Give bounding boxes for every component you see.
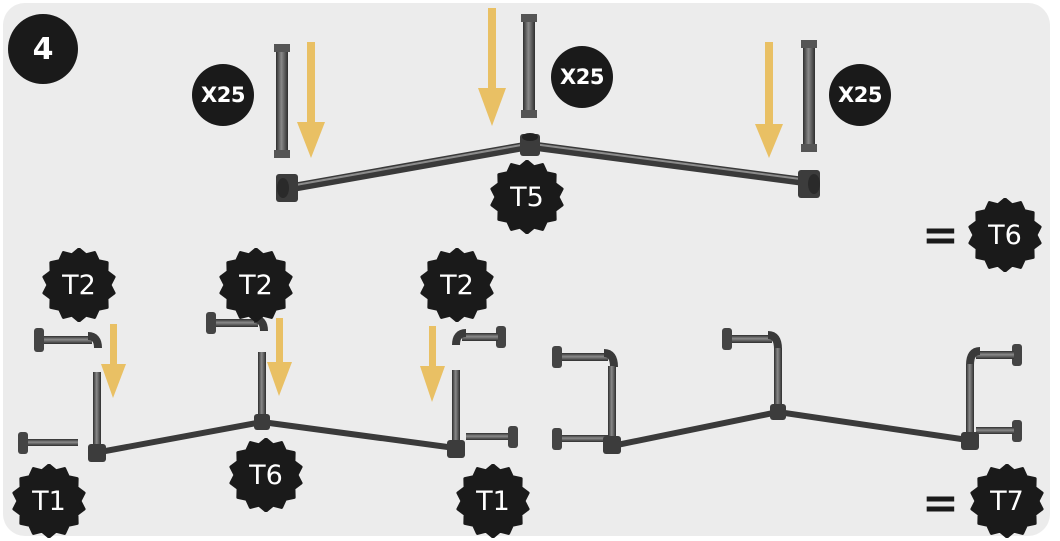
t6-frame [88, 352, 465, 462]
t2-bracket-left [34, 328, 102, 352]
pipe-25-right [801, 40, 817, 152]
equals-sign: = [922, 210, 959, 261]
part-label-t2-middle: T2 [219, 248, 293, 322]
arrow-down-icon [297, 42, 325, 158]
part-label-t6-result: T6 [968, 198, 1042, 272]
quantity-badge: X25 [192, 64, 254, 126]
arrow-down-icon [478, 8, 506, 126]
equals-sign: = [922, 478, 959, 529]
t5-frame [276, 133, 820, 202]
part-label-t5: T5 [490, 160, 564, 234]
part-label-t1-right: T1 [456, 464, 530, 538]
part-label-t6: T6 [229, 438, 303, 512]
part-label-t2-left: T2 [42, 248, 116, 322]
step-number-badge: 4 [8, 14, 78, 84]
quantity-badge: X25 [829, 64, 891, 126]
quantity-badge: X25 [551, 46, 613, 108]
pipe-25-middle [521, 14, 537, 118]
part-label-t7-result: T7 [970, 464, 1044, 538]
pipe-25-left [274, 44, 290, 158]
arrow-down-icon [755, 42, 783, 158]
arrow-down-icon [420, 326, 445, 402]
arrow-down-icon [267, 318, 292, 396]
t7-assembled-frame [552, 328, 1022, 454]
t1-bracket-right [466, 426, 518, 448]
part-label-t2-right: T2 [420, 248, 494, 322]
part-label-t1-left: T1 [12, 464, 86, 538]
arrow-down-icon [101, 324, 126, 398]
t1-bracket-left [18, 432, 78, 454]
t2-bracket-right [452, 326, 506, 348]
